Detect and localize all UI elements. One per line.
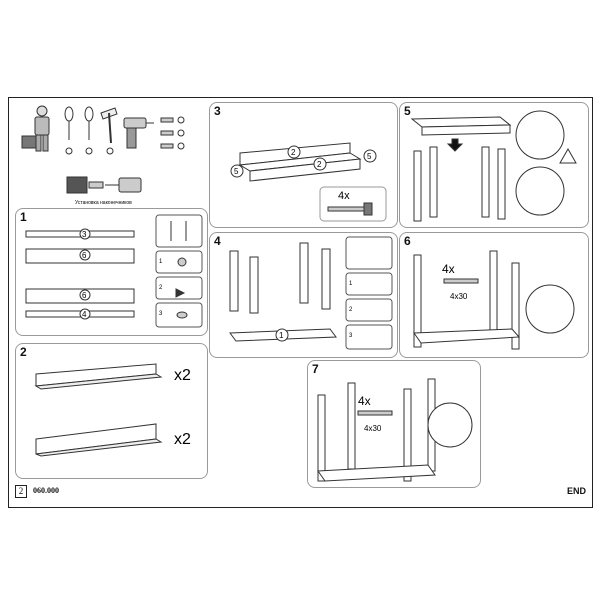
callout-3: 3 [82,230,87,239]
step-1-drawing: 3 6 6 4 1 2 3 [25,214,203,328]
screw-icon [327,202,373,216]
end-label: END [566,486,586,496]
doc-code: 060.000 [33,486,59,495]
step-3-drawing: 2 2 5 5 4x [230,142,387,222]
step-3-panel: 3 2 2 5 5 4x [209,102,398,228]
step-4-number: 4 [214,234,221,248]
step-5-number: 5 [404,104,411,118]
step-6-qty: 4x [442,262,455,276]
step-7-panel: 7 4x 4x30 [307,360,481,488]
hammer-icon [100,107,118,155]
cam-fitting-icon [170,221,188,319]
substep-1: 1 [159,259,163,265]
callout-1: 1 [279,331,284,340]
step-6-screw-size: 4x30 [450,292,468,301]
step-3-qty: 4x [338,190,350,202]
step-1-panel: 1 3 6 6 4 1 2 3 [15,208,208,336]
step-2-panel: 2 x2 x2 [15,343,208,479]
step-6-number: 6 [404,234,411,248]
callout-5a: 5 [234,167,239,176]
step-7-qty: 4x [358,394,371,408]
step-4-drawing: 1 1 2 3 [229,236,393,350]
callout-5b: 5 [367,152,372,161]
drill-icon [123,117,154,149]
page-number: 2 [15,485,27,498]
step-6-drawing: 4x 4x30 [413,250,575,350]
bit-install-icon [66,176,142,194]
tools-caption: Установка наконечников [75,200,132,206]
substep-3: 3 [159,311,163,317]
callout-6b: 6 [82,291,87,300]
step4-substep-2: 2 [349,307,353,313]
step-3-number: 3 [214,104,221,118]
step-5-drawing [410,110,577,222]
step-7-screw-size: 4x30 [364,424,382,433]
worker-icon [21,105,50,152]
substep-2: 2 [159,285,163,291]
callout-6: 6 [82,251,87,260]
step-5-panel: 5 [399,102,589,228]
step4-substep-3: 3 [349,333,353,339]
step-6-panel: 6 4x 4x30 [399,232,589,358]
step-2-qty-top: x2 [174,367,191,384]
step-4-panel: 4 1 1 2 3 [209,232,398,358]
step4-substep-1: 1 [349,281,353,287]
step-1-number: 1 [20,210,27,224]
callout-4: 4 [82,310,87,319]
step-2-drawing: x2 x2 [34,363,191,457]
step-7-screw-icon [357,410,393,416]
instruction-sheet: Установка наконечников 1 3 6 6 4 [8,97,593,508]
step-2-qty-bottom: x2 [174,431,191,448]
step-7-drawing: 4x 4x30 [317,378,473,482]
screwdriver-icon [64,106,94,155]
step-6-screw-icon [443,278,479,284]
bits-icon [160,116,185,150]
callout-2b: 2 [317,160,322,169]
step-2-number: 2 [20,345,27,359]
step-7-number: 7 [312,362,319,376]
callout-2a: 2 [291,148,296,157]
tools-illustration: Установка наконечников [21,105,185,206]
